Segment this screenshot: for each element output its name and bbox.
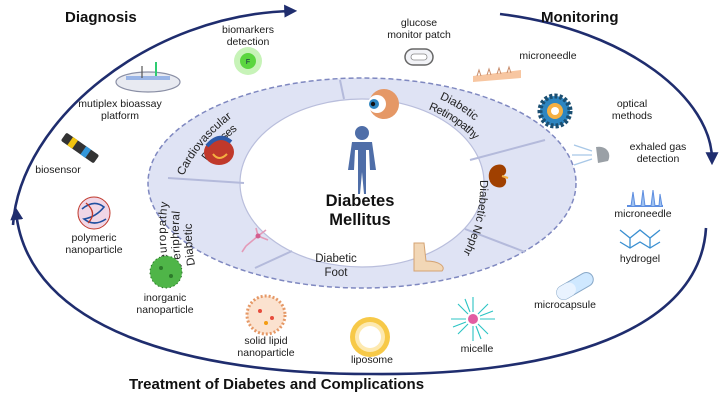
biomarkers-line1: biomarkers (222, 24, 274, 36)
exhaled-line2: detection (636, 153, 680, 165)
kidney-icon (488, 164, 509, 188)
solid-lipid-line1: solid lipid (244, 335, 288, 347)
biosensor-line1: biosensor (35, 164, 81, 176)
multiplex-line2: platform (101, 110, 139, 122)
monitoring-to-treatment-arrow (499, 12, 719, 166)
hydrogel-line1: hydrogel (619, 253, 661, 265)
center-label: Diabetes Mellitus (300, 192, 420, 230)
monitoring-microneedle-label: microneedle (508, 50, 588, 62)
inorganic-line1: inorganic (143, 292, 187, 304)
multiplex-platform-label: mutiplex bioassay platform (65, 98, 175, 122)
liposome-label: liposome (340, 354, 404, 366)
liposome-icon (350, 317, 390, 357)
optical-methods-icon (537, 93, 573, 129)
multiplex-platform-icon (115, 62, 181, 93)
center-line2: Mellitus (329, 211, 391, 229)
microcapsule-icon (556, 272, 594, 300)
glucose-line1: glucose (400, 17, 438, 29)
microcapsule-line1: microcapsule (534, 299, 596, 311)
center-line1: Diabetes (325, 192, 395, 210)
treatment-microneedle-label: microneedle (603, 208, 683, 220)
monitoring-title: Monitoring (541, 9, 619, 26)
neuro-line1: Diabetic (183, 223, 198, 266)
polymeric-line1: polymeric (71, 232, 117, 244)
optical-line1: optical (616, 98, 648, 110)
biosensor-icon (61, 133, 99, 163)
eye-icon (368, 89, 399, 119)
inorganic-nanoparticle-icon (149, 255, 183, 289)
exhaled-gas-label: exhaled gas detection (613, 141, 703, 165)
solid-lipid-nanoparticle-icon (245, 294, 287, 336)
solid-lipid-label: solid lipid nanoparticle (220, 335, 312, 359)
treatment-microneedle-line1: microneedle (614, 208, 672, 220)
heart-icon (204, 135, 234, 165)
exhaled-gas-icon (572, 144, 610, 166)
multiplex-line1: mutiplex bioassay (78, 98, 162, 110)
biomarker-detection-icon: F (234, 47, 262, 75)
solid-lipid-line2: nanoparticle (237, 347, 295, 359)
biomarkers-detection-label: biomarkers detection (208, 24, 288, 48)
foot-line2: Foot (324, 267, 348, 279)
svg-text:F: F (246, 59, 250, 66)
biomarkers-line2: detection (226, 36, 270, 48)
micelle-icon (451, 297, 495, 341)
polymeric-line2: nanoparticle (65, 244, 123, 256)
human-figure-icon (348, 126, 376, 194)
polymeric-label: polymeric nanoparticle (44, 232, 144, 256)
center-disc (239, 98, 485, 268)
glucose-line2: monitor patch (387, 29, 451, 41)
neuropathy-label: Diabetic (183, 223, 198, 266)
optical-line2: methods (611, 110, 653, 122)
micelle-line1: micelle (460, 343, 494, 355)
microcapsule-label: microcapsule (520, 299, 610, 311)
exhaled-line1: exhaled gas (629, 141, 687, 153)
inorganic-label: inorganic nanoparticle (115, 292, 215, 316)
micelle-label: micelle (447, 343, 507, 355)
microneedle-patch-icon (473, 65, 521, 82)
sector-dividers (167, 79, 546, 269)
liposome-line1: liposome (350, 354, 394, 366)
treatment-to-diagnosis-arrow (10, 206, 708, 376)
diagnosis-title: Diagnosis (65, 9, 137, 26)
foot-line1: Diabetic (315, 253, 357, 265)
optical-methods-label: optical methods (597, 98, 667, 122)
biosensor-label: biosensor (28, 164, 88, 176)
foot-icon (413, 242, 444, 272)
microneedle-array-icon (627, 189, 663, 207)
nerve-icon (241, 227, 269, 253)
glucose-patch-label: glucose monitor patch (368, 17, 470, 41)
treatment-title: Treatment of Diabetes and Complications (129, 376, 425, 393)
hydrogel-icon (619, 229, 661, 249)
polymeric-nanoparticle-icon (77, 196, 111, 230)
glucose-patch-icon (404, 48, 434, 66)
hydrogel-label: hydrogel (608, 253, 672, 265)
monitoring-microneedle-line1: microneedle (519, 50, 577, 62)
diagnosis-to-monitoring-arrow (11, 4, 298, 226)
inorganic-line2: nanoparticle (136, 304, 194, 316)
